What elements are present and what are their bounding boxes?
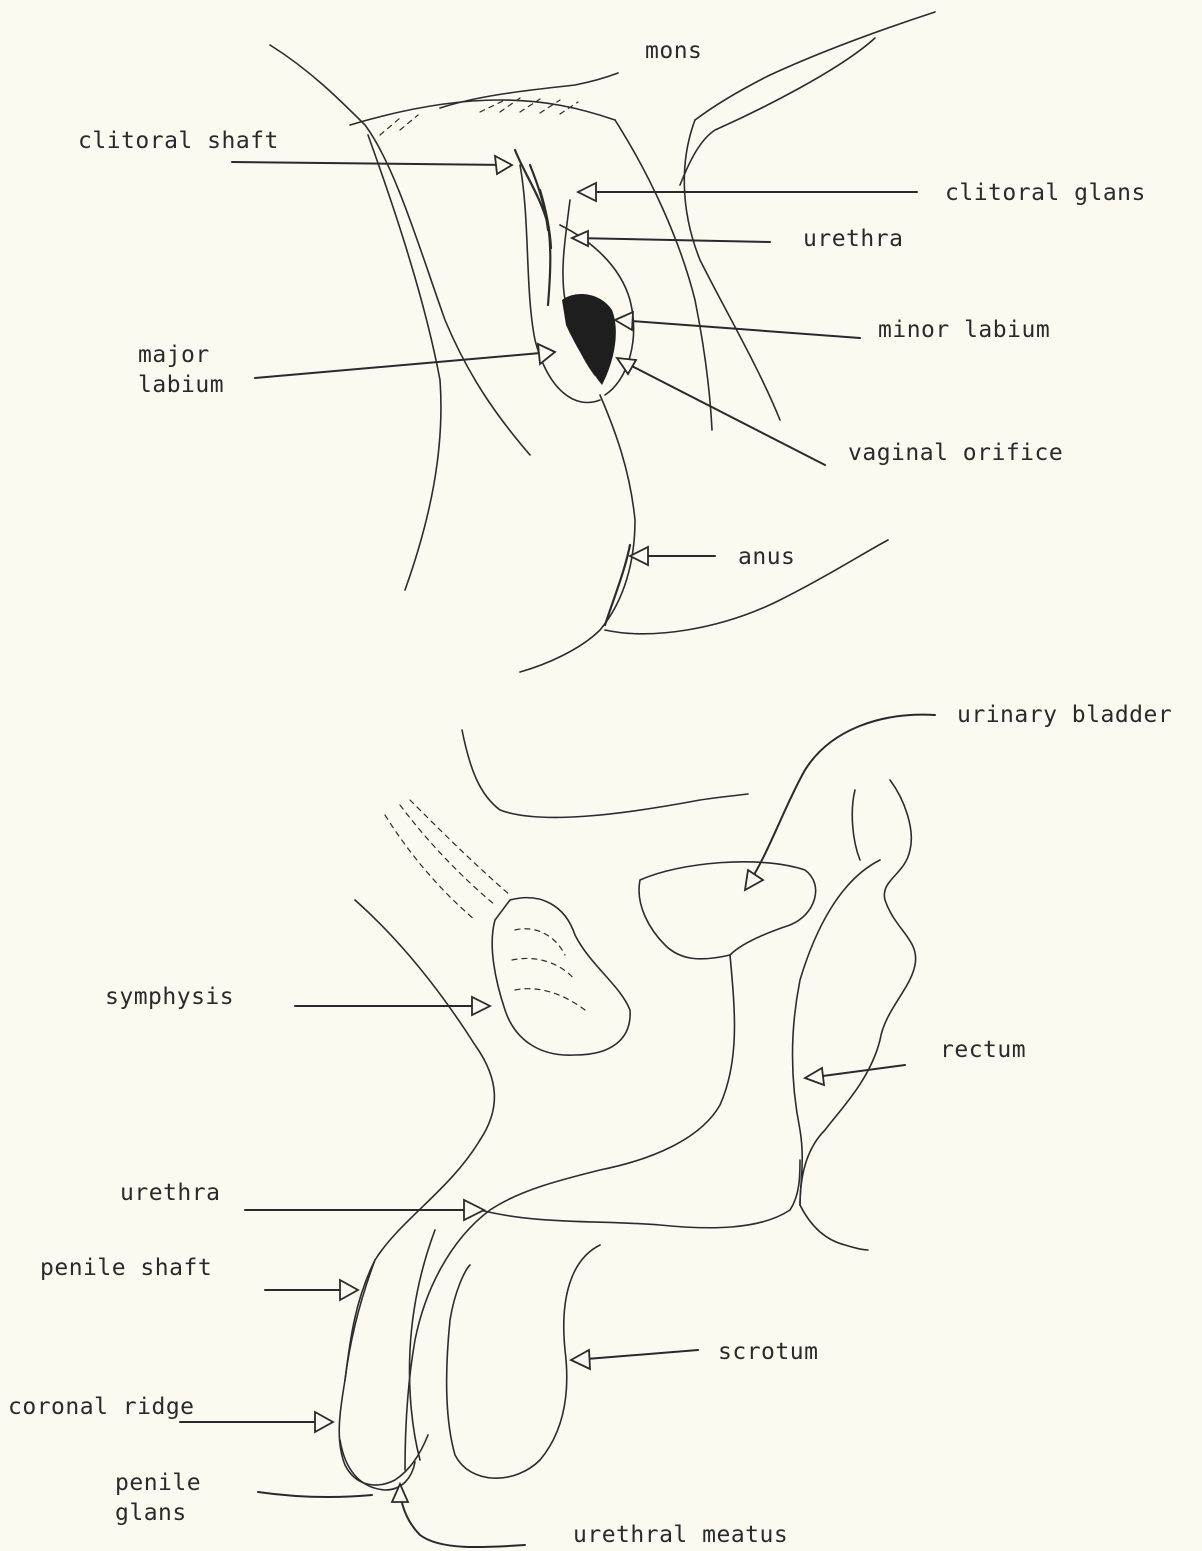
leader-arrows [180,156,935,1547]
scrotum-arrowhead [571,1350,590,1369]
labia-outer-left [520,165,600,403]
bladder-outline [639,862,816,959]
label-urethra-female: urethra [803,224,903,254]
label-mons: mons [645,36,702,66]
male-sagittal-drawing [339,730,915,1490]
urethral-meatus-arrow-line [400,1488,525,1547]
label-vaginal-orifice: vaginal orifice [848,438,1063,468]
label-urethra-male: urethra [120,1178,220,1208]
minor-labium-arrowhead [615,312,633,330]
penile-shaft-arrowhead [340,1280,358,1300]
label-anus: anus [738,542,795,572]
scrotum-arrow-line [574,1350,698,1360]
label-coronal-ridge: coronal ridge [8,1392,195,1422]
label-urethral-meatus: urethral meatus [573,1520,788,1550]
rectus-muscle-band [385,800,510,920]
label-scrotum: scrotum [718,1337,818,1367]
clitoral-shaft-arrowhead [495,156,512,174]
label-clitoral-glans: clitoral glans [945,178,1146,208]
rectum-bottom [800,1205,868,1250]
label-penile-shaft: penile shaft [40,1253,212,1283]
clitoral-glans-arrowhead [578,183,596,201]
right-thigh-outline [684,120,780,420]
vaginal-orifice-arrow-line [620,360,825,465]
perineum-line [520,395,635,672]
symphysis-outline [492,898,630,1055]
urinary-bladder-arrowhead [745,870,763,890]
label-clitoral-shaft: clitoral shaft [78,126,279,156]
label-minor-labium: minor labium [878,315,1050,345]
symphysis-arrowhead [472,997,490,1015]
label-urinary-bladder: urinary bladder [957,700,1172,730]
body-outline-front [345,900,494,1380]
rectum-front-wall [793,860,881,1205]
rectum-arrowhead [805,1068,824,1085]
abdominal-wall-line [462,730,748,817]
mons-outline [350,100,615,125]
label-penile-glans: penile glans [115,1468,201,1528]
label-major-labium: major labium [138,340,224,400]
clitoral-shaft-arrow-line [232,162,510,165]
penile-glans-leader [258,1492,372,1497]
urethra-female-arrow-line [575,238,770,242]
anus-shading [605,545,630,625]
right-upper-line [680,38,875,185]
glans-outline [340,1440,415,1490]
coronal-ridge-arrowhead [315,1412,333,1432]
label-rectum: rectum [940,1035,1026,1065]
perineum-outline [480,1160,800,1228]
vaginal-orifice-arrowhead [617,358,636,374]
penis-inner-line [409,1230,435,1460]
urethral-meatus-arrowhead [392,1484,408,1502]
female-external-anatomy-drawing [270,12,935,672]
major-labium-arrow-line [255,352,552,378]
symphysis-texture [512,929,585,1010]
major-labium-arrowhead [538,344,555,364]
right-mid-line [615,120,712,430]
vaginal-opening-shading [562,294,616,385]
mons-top-edge [440,73,618,108]
right-outer-line [695,12,935,120]
urethra-upper-wall [405,955,734,1470]
rectum-back-wall [800,780,916,1205]
label-symphysis: symphysis [105,982,234,1012]
